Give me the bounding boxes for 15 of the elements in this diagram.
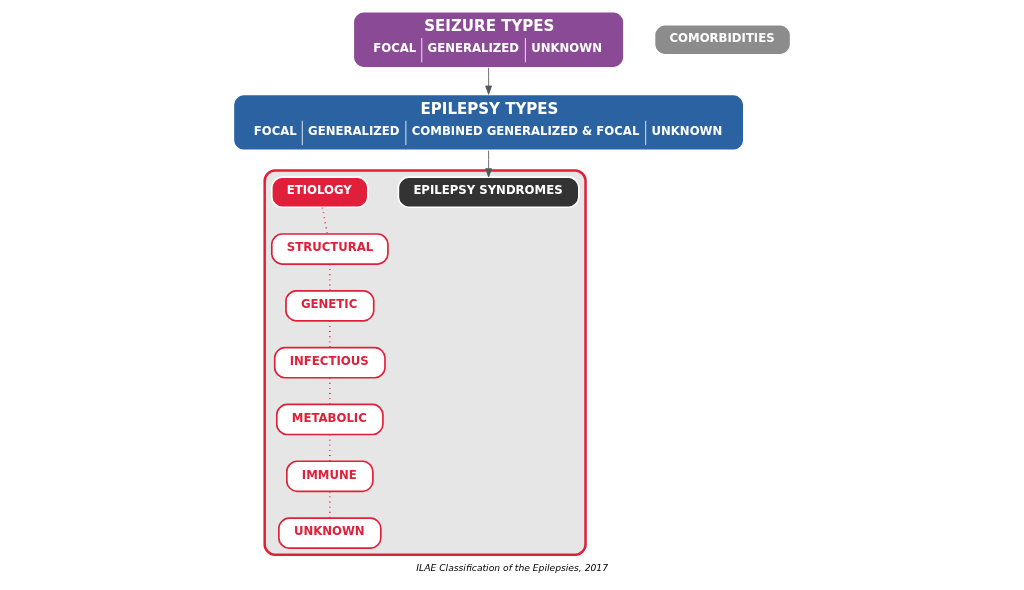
node-box: INFECTIOUS [273, 346, 386, 379]
connector [329, 434, 331, 462]
node-box: ETIOLOGY [270, 176, 369, 209]
caption: ILAE Classification of the Epilepsies, 2017 [416, 562, 609, 574]
node-box: IMMUNE [286, 460, 374, 493]
node-box: SEIZURE TYPES FOCAL GENERALIZED UNKNOWN [352, 10, 625, 69]
node-box: EPILEPSY SYNDROMES [397, 176, 580, 209]
node-box: COMORBIDITIES [653, 23, 792, 56]
node-box: METABOLIC [275, 403, 384, 436]
arrow [485, 67, 492, 95]
arrow [485, 150, 492, 178]
node-box: EPILEPSY TYPES FOCAL GENERALIZED COMBINED GENERALIZED & FOCAL UNKNOWN [232, 93, 745, 152]
node-box: UNKNOWN [278, 517, 382, 549]
node-box: GENETIC [285, 290, 375, 322]
node-box: STRUCTURAL [270, 233, 389, 265]
